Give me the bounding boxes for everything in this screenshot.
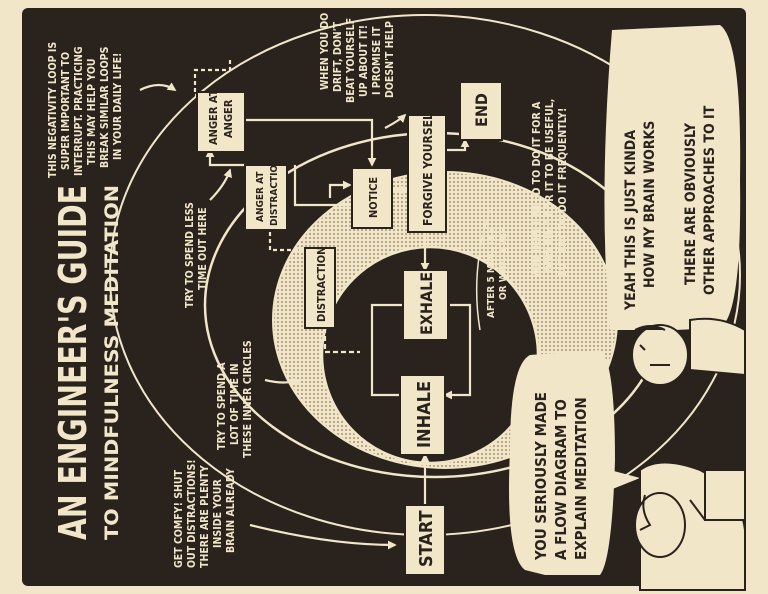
note-after-1: AFTER 5 MINUTES — [486, 227, 497, 318]
speech-left-1: YOU SERIOUSLY MADE — [532, 392, 550, 561]
node-anger-distraction-line1: ANGER AT — [255, 171, 266, 222]
speech-bubble-right: YEAH THIS IS JUST KINDA HOW MY BRAIN WOR… — [604, 25, 741, 345]
note-long-time-3: BUT TRY TO DO IT FREQUENTLY! — [557, 108, 569, 278]
note-negativity-6: IN YOUR DAILY LIFE! — [112, 53, 124, 160]
note-inner-circles-3: THESE INNER CIRCLES — [242, 340, 254, 458]
speech-left-3: EXPLAIN MEDITATION — [572, 397, 590, 560]
node-forgive: FORGIVE YOURSELF — [407, 106, 447, 233]
note-after: AFTER 5 MINUTES OR WHATEVER — [475, 209, 509, 331]
node-anger-anger: ANGER AT ANGER — [196, 89, 246, 153]
speech-right-a1: YEAH THIS IS JUST KINDA — [623, 130, 639, 311]
node-forgive-label: FORGIVE YOURSELF — [421, 106, 435, 226]
note-inner-circles-2: LOT OF TIME IN — [229, 363, 241, 445]
pointer-inner-circles — [264, 378, 302, 387]
note-drift-6: DOESN'T HELP — [384, 21, 396, 98]
note-negativity-5: BREAK SIMILAR LOOPS — [99, 46, 111, 168]
node-anger-distraction: ANGER AT DISTRACTION — [244, 157, 288, 231]
arrow-to-distraction — [323, 320, 360, 354]
title-line2: TO MINDFULNESS MEDITATION — [101, 185, 123, 540]
pointer-negativity — [139, 82, 177, 91]
note-drift-3: BEAT YOURSELF — [345, 18, 357, 103]
node-distraction-label: DISTRACTION — [315, 247, 328, 322]
note-long-time-2: LONG TIME FOR IT TO BE USEFUL, — [544, 99, 556, 278]
arrow-anger-loop — [205, 148, 245, 167]
note-get-comfy-1: GET COMFY! SHUT — [173, 469, 185, 568]
node-inhale-label: INHALE — [414, 381, 435, 448]
node-inhale: INHALE — [399, 374, 446, 456]
node-anger-anger-line2: ANGER — [222, 99, 235, 138]
node-start: START — [404, 504, 446, 576]
pointer-get-comfy — [249, 523, 397, 550]
note-get-comfy-3: THERE ARE PLENTY — [199, 465, 211, 568]
node-exhale-label: EXHALE — [417, 272, 436, 335]
arrow-inhale-exhale — [370, 300, 412, 397]
note-negativity-4: THIS MAY HELP YOU — [86, 58, 98, 165]
node-end-label: END — [472, 93, 491, 127]
note-drift-5: I PROMISE IT — [371, 26, 383, 95]
node-anger-anger-line1: ANGER AT — [207, 89, 220, 145]
note-long-time-1: YOU DON'T NEED TO DO IT FOR A — [531, 101, 543, 279]
arrow-distraction-notice — [328, 180, 352, 198]
note-negativity-3: INTERRUPT. PRACTICING — [73, 46, 85, 176]
note-get-comfy-5: BRAIN ALREADY — [225, 468, 237, 553]
note-drift-2: DRIFT, DON'T — [332, 21, 344, 92]
note-drift-1: WHEN YOU DO — [319, 13, 331, 90]
note-get-comfy-2: OUT DISTRACTIONS! — [186, 459, 198, 568]
note-negativity-1: THIS NEGATIVITY LOOP IS — [47, 42, 59, 178]
character-right — [631, 317, 746, 386]
character-left — [634, 461, 746, 591]
arrow-anger-notice — [245, 118, 377, 167]
node-end: END — [459, 81, 503, 141]
note-spend-less-2: TIME OUT HERE — [197, 207, 209, 290]
arrow-exhale-inhale — [443, 303, 472, 400]
node-start-label: START — [416, 510, 437, 567]
title-line1: AN ENGINEER'S GUIDE — [51, 185, 95, 540]
note-drift-4: UP ABOUT IT! — [358, 25, 370, 97]
note-after-2: OR WHATEVER — [498, 226, 509, 300]
speech-right-b2: OTHER APPROACHES TO IT — [702, 105, 718, 295]
arrow-forgive-end — [445, 138, 470, 152]
node-exhale: EXHALE — [402, 269, 449, 341]
speech-bubble-left: YOU SERIOUSLY MADE A FLOW DIAGRAM TO EXP… — [509, 350, 640, 575]
speech-left-2: A FLOW DIAGRAM TO — [552, 399, 570, 560]
node-notice: NOTICE — [351, 167, 393, 229]
node-distraction: DISTRACTION — [304, 247, 336, 329]
note-spend-less-1: TRY TO SPEND LESS — [184, 202, 196, 308]
node-anger-distraction-line2: DISTRACTION — [269, 157, 280, 226]
arrow-anger-forgive — [293, 165, 352, 207]
note-get-comfy-4: INSIDE YOUR — [212, 479, 224, 548]
note-negativity-2: SUPER IMPORTANT TO — [60, 52, 72, 170]
pointer-spend-less — [209, 168, 232, 201]
note-inner-circles-1: TRY TO SPEND A — [216, 362, 228, 450]
speech-right-a2: HOW MY BRAIN WORKS — [642, 121, 658, 288]
node-notice-label: NOTICE — [367, 177, 380, 218]
speech-right-b1: THERE ARE OBVIOUSLY — [683, 122, 699, 285]
pointer-drift — [384, 113, 407, 129]
